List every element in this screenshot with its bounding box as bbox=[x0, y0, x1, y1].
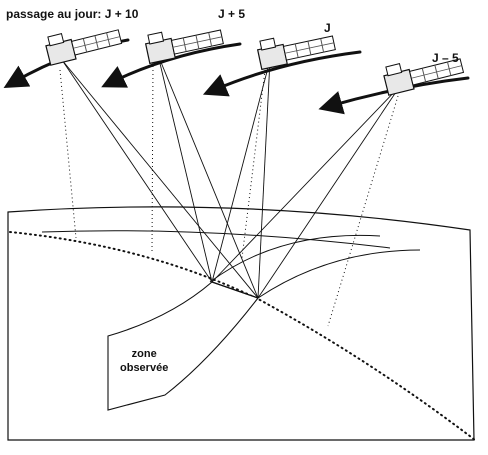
nadir-lines bbox=[59, 61, 399, 327]
surface-grid-line bbox=[41, 230, 391, 249]
satellite-icon bbox=[144, 29, 224, 65]
zone-label-line2: observée bbox=[120, 361, 169, 374]
zone-edge bbox=[211, 281, 259, 299]
day-label-minus5: J – 5 bbox=[432, 51, 459, 65]
surface-grid-line bbox=[257, 249, 421, 299]
satellite-icon bbox=[383, 58, 465, 96]
day-label-zero: J bbox=[324, 21, 331, 35]
surface-grid-line bbox=[209, 234, 381, 283]
viewing-lines bbox=[61, 54, 401, 299]
observed-zone-label: zone observée bbox=[120, 348, 168, 376]
pass-day-header: passage au jour: J + 10 bbox=[6, 7, 139, 21]
day-label-plus5: J + 5 bbox=[218, 7, 246, 21]
earth-surface-outline bbox=[7, 206, 475, 441]
satellite-icon bbox=[256, 35, 336, 71]
satellite-icon bbox=[45, 29, 123, 66]
observed-zone-outline bbox=[107, 281, 259, 411]
ground-track bbox=[9, 231, 476, 441]
zone-label-line1: zone bbox=[131, 348, 157, 360]
